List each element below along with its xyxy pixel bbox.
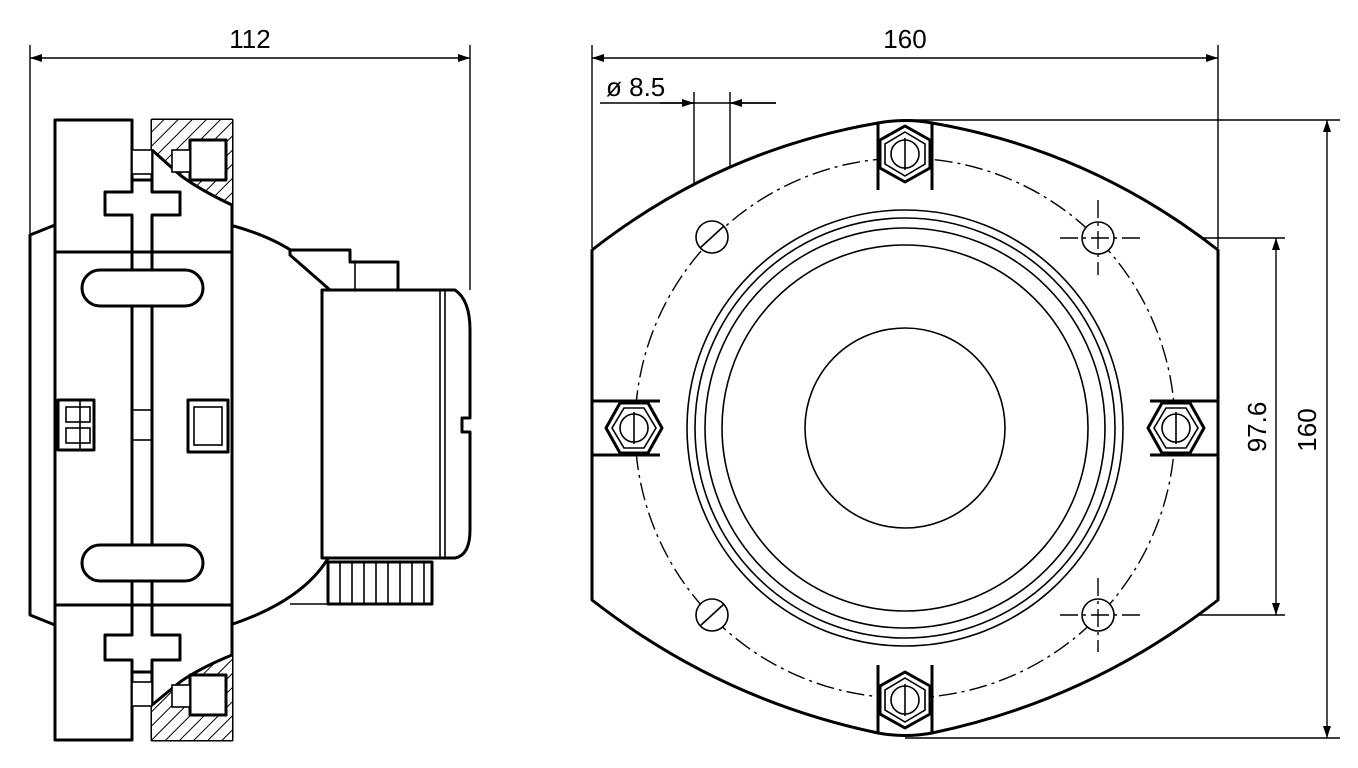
front-height-label: 160 xyxy=(1292,408,1322,451)
hole-pitch-label: 97.6 xyxy=(1242,402,1272,453)
side-width-label: 112 xyxy=(229,24,270,54)
ring-4 xyxy=(721,244,1089,612)
ring-3 xyxy=(704,227,1106,629)
mounting-hole-bottom-left xyxy=(695,598,729,632)
hex-bolt-left xyxy=(592,399,664,457)
front-housing-outline xyxy=(590,119,1220,737)
clamp-slots xyxy=(80,178,205,674)
dome-housing xyxy=(228,223,332,627)
outer-ring xyxy=(686,209,1124,647)
front-height-dimension: 160 xyxy=(905,119,1340,739)
right-indicator xyxy=(186,398,230,454)
mounting-hole-top-left xyxy=(695,220,729,254)
electronics-box xyxy=(320,288,472,560)
front-width-dimension: 160 xyxy=(591,24,1219,248)
top-section-cut xyxy=(151,120,233,207)
side-view: 112 xyxy=(28,24,472,742)
front-view: 160 ø 8.5 160 97.6 xyxy=(590,24,1340,739)
hex-bolt-bottom xyxy=(876,665,934,733)
front-width-label: 160 xyxy=(883,24,926,54)
ring-2 xyxy=(694,217,1116,639)
side-width-dimension: 112 xyxy=(29,24,471,290)
bottom-section-cut xyxy=(151,653,233,740)
mounting-hole-bottom-right xyxy=(1060,578,1140,652)
flange-bolts xyxy=(131,149,153,707)
left-indicator xyxy=(56,398,96,452)
hole-diameter-label: ø 8.5 xyxy=(606,72,665,102)
mounting-hole-top-right xyxy=(1060,200,1140,275)
hex-bolt-top xyxy=(876,123,934,190)
front-rim xyxy=(28,223,57,627)
inner-window xyxy=(804,327,1006,529)
bottom-connector xyxy=(290,560,434,606)
hex-bolt-right xyxy=(1146,399,1218,457)
